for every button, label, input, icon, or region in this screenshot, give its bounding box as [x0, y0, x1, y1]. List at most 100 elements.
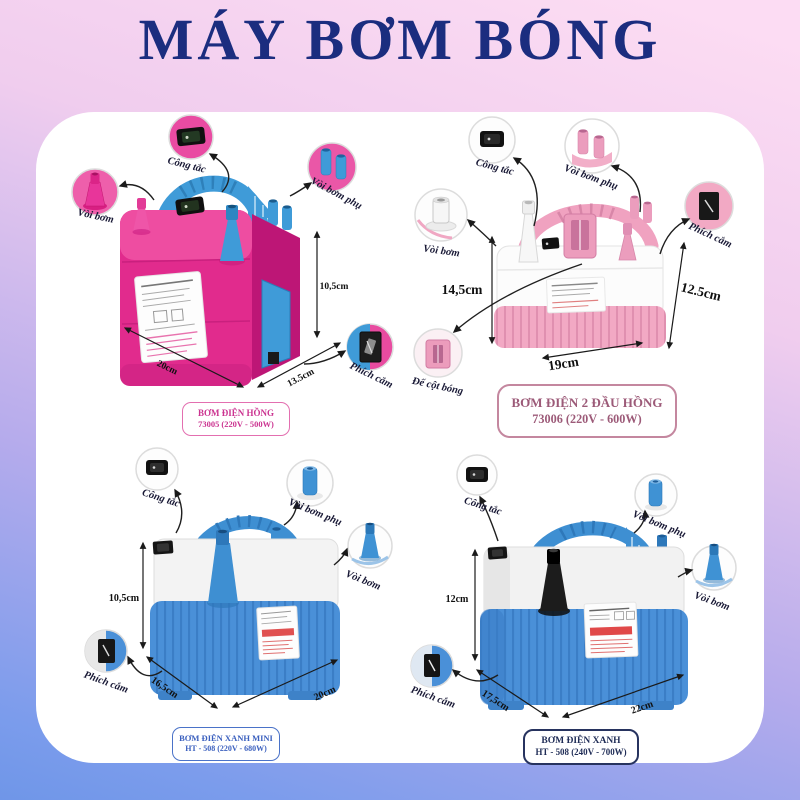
spec-sticker: [583, 601, 639, 659]
callout-arrow: [303, 350, 347, 365]
callout-arrow: [283, 500, 301, 526]
product-name: BƠM ĐIỆN XANH MINI: [179, 733, 273, 744]
nozzle-detail-icon: [83, 172, 107, 210]
nozzle-detail-icon: [416, 196, 457, 240]
product-3-figure: Công tắc Vòi bơm phụ Vòi bơm: [82, 447, 393, 709]
callout-arrow: [289, 182, 313, 197]
callout-aux-nozzle: Vòi bơm phụ: [289, 142, 364, 212]
power-switch: [175, 196, 205, 216]
plug-label: Phích cắm: [409, 685, 456, 711]
pump-foot-band: [120, 364, 252, 386]
product-spec: 73006 (220V - 600W): [532, 411, 642, 426]
dimension-line: [145, 656, 219, 709]
product-spec: HT - 508 (220V - 680W): [185, 744, 267, 754]
dimension-height: 14,5cm: [442, 235, 496, 345]
pump-ribbed-base: [480, 609, 688, 705]
aux-nozzle-rear: [282, 206, 292, 230]
spec-sticker: [545, 276, 607, 314]
callout-arrow: [479, 495, 499, 542]
dimension-line: [256, 342, 342, 388]
pump-blue-mini-illustration: [150, 515, 340, 700]
callout-switch: Công tắc: [135, 447, 183, 534]
product-3-name-box: BƠM ĐIỆN XANH MINI HT - 508 (220V - 680W…: [172, 727, 280, 761]
callout-switch: Công tắc: [456, 454, 504, 542]
pump-nozzle-black: [540, 563, 568, 611]
pump-nozzle-label: Vòi bơm: [693, 590, 731, 613]
dimension-height: 10,5cm: [313, 230, 349, 339]
callout-arrow: [333, 547, 349, 566]
aux-nozzle-rear: [643, 202, 652, 223]
callout-arrow: [208, 153, 230, 193]
pink-nozzle: [133, 208, 150, 232]
pump-top-band: [120, 210, 252, 260]
pump-nozzle-label: Vòi bơm: [344, 569, 382, 593]
pump-nozzle: [220, 219, 244, 261]
callout-aux-nozzle: Vòi bơm phụ: [283, 459, 343, 528]
handle-ridges: [178, 176, 242, 198]
dimension-width: 19cm: [541, 340, 644, 373]
power-switch: [152, 540, 174, 555]
dimension-line: [561, 673, 685, 719]
dimension-value: 12cm: [446, 594, 469, 605]
pump-body-left-shade: [484, 547, 510, 619]
callout-plug: Phích cắm: [659, 181, 734, 255]
power-switch: [541, 237, 560, 250]
product-1-figure: Công tắc Vòi bơm Vòi bơm phụ: [71, 114, 394, 391]
pump-ribbed-base: [150, 601, 340, 695]
balloon-tie-base-label: Đế cột bóng: [410, 376, 464, 398]
dimension-value: 10,5cm: [109, 593, 140, 604]
dimension-line: [123, 327, 245, 388]
plug-detail-icon: [424, 654, 440, 677]
callout-arrow: [659, 218, 691, 255]
product-spec: HT - 508 (240V - 700W): [535, 747, 627, 758]
switch-label: Công tắc: [463, 495, 504, 518]
product-name: BƠM ĐIỆN XANH: [541, 736, 621, 747]
spec-sticker: [134, 271, 208, 364]
plug-detail-icon: [359, 331, 382, 363]
pump-nozzle-label: Vòi bơm: [422, 244, 460, 260]
plug-detail-icon: [699, 192, 719, 220]
aux-nozzle-rear: [268, 200, 278, 226]
power-socket: [268, 352, 279, 364]
aux-nozzle-detail-icon: [572, 129, 612, 168]
product-4-figure: Công tắc Vòi bơm phụ Vòi bơm: [409, 454, 737, 719]
callout-arrow: [677, 567, 694, 578]
aux-nozzle-detail-icon: [320, 148, 347, 180]
aux-nozzle-detail-icon: [645, 479, 667, 511]
dimension-height: 10,5cm: [109, 541, 147, 650]
pump-nozzle: [208, 543, 238, 603]
dimension-depth: 12.5cm: [666, 241, 723, 350]
callout-arrow: [633, 509, 650, 534]
callout-arrow: [118, 180, 155, 201]
pump-blue-illustration: [480, 520, 688, 710]
aux-nozzle-detail-icon: [297, 466, 323, 500]
dimension-height: 12cm: [446, 548, 479, 662]
callout-aux-nozzle: Vòi bơm phụ: [562, 118, 642, 213]
switch-detail-icon: [176, 126, 206, 147]
switch-detail-icon: [480, 131, 504, 147]
product-name: BƠM ĐIỆN 2 ĐẦU HỒNG: [511, 394, 663, 410]
power-switch: [487, 546, 508, 560]
product-4-name-box: BƠM ĐIỆN XANH HT - 508 (240V - 700W): [523, 729, 639, 765]
dimension-line: [231, 659, 339, 708]
callout-arrow: [174, 488, 183, 534]
dimension-value: 10,5cm: [320, 282, 349, 292]
dimension-line: [666, 241, 687, 350]
callout-arrow: [512, 157, 538, 227]
product-2-name-box: BƠM ĐIỆN 2 ĐẦU HỒNG 73006 (220V - 600W): [497, 384, 677, 438]
product-1-name-box: BƠM ĐIỆN HỒNG 73005 (220V - 500W): [182, 402, 290, 436]
callout-arrow: [610, 164, 642, 213]
plug-label: Phích cắm: [82, 670, 129, 696]
pump-ribbed-base: [494, 306, 666, 348]
dimension-line: [475, 669, 550, 718]
page-title: MÁY BƠM BÓNG: [138, 7, 662, 72]
nozzle-detail-icon: [695, 543, 733, 587]
pump-pink-illustration: [120, 175, 300, 386]
switch-detail-icon: [146, 460, 168, 475]
dimension-line: [541, 340, 644, 361]
product-name: BƠM ĐIỆN HỒNG: [197, 407, 274, 418]
spec-sticker: [256, 605, 300, 661]
switch-detail-icon: [466, 467, 488, 482]
aux-nozzle-rear: [630, 196, 639, 219]
balloon-tie-base-part: [563, 213, 597, 259]
